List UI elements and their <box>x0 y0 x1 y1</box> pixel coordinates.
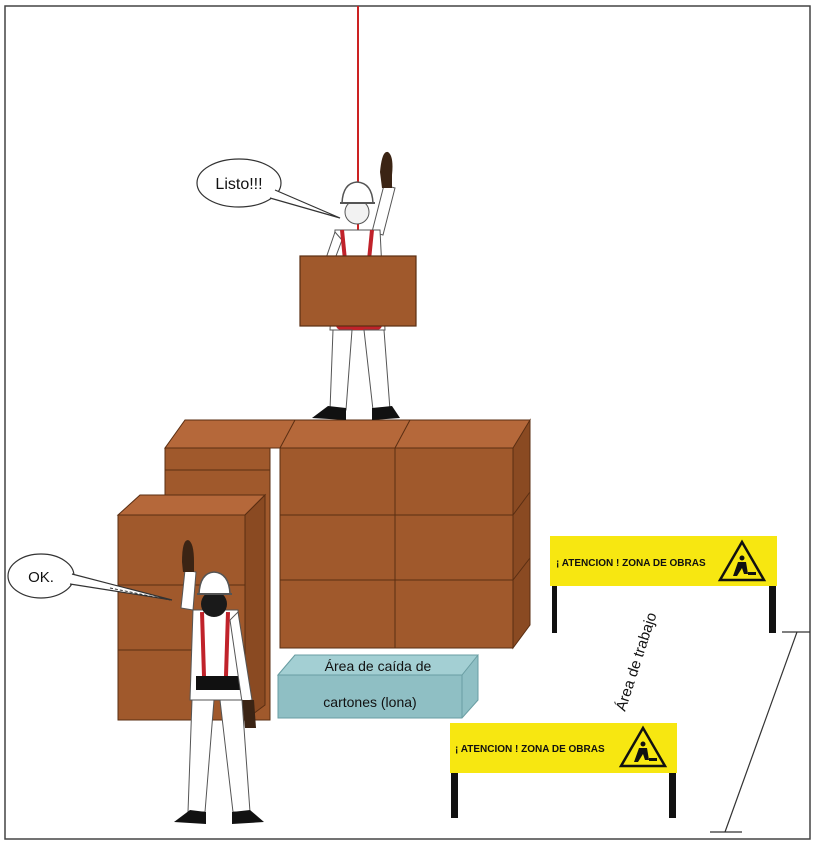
hard-hat-icon <box>342 182 373 203</box>
fall-area-tarp: Área de caída de cartones (lona) <box>278 655 478 718</box>
fall-area-label-line2: cartones (lona) <box>323 694 416 710</box>
sign-lower-text: ¡ ATENCION ! ZONA DE OBRAS <box>455 744 605 755</box>
work-area-label: Área de trabajo <box>613 610 661 713</box>
stack-left-top <box>118 495 265 515</box>
warning-sign-lower: ¡ ATENCION ! ZONA DE OBRAS <box>450 723 677 818</box>
sign-upper-text: ¡ ATENCION ! ZONA DE OBRAS <box>556 558 706 569</box>
speech-bottom-text: OK. <box>28 569 54 586</box>
stack-right <box>395 448 513 648</box>
work-area-dimension-line <box>710 632 810 832</box>
warning-sign-upper: ¡ ATENCION ! ZONA DE OBRAS <box>550 536 777 633</box>
top-worker-glove <box>380 152 393 188</box>
stack-mid <box>280 448 395 648</box>
stack-top <box>165 420 530 448</box>
speech-top-text: Listo!!! <box>215 176 262 193</box>
carried-box <box>300 256 416 326</box>
fall-area-label-line1: Área de caída de <box>325 658 432 674</box>
speech-bubble-top: Listo!!! <box>197 159 340 218</box>
stack-right-side <box>513 420 530 648</box>
